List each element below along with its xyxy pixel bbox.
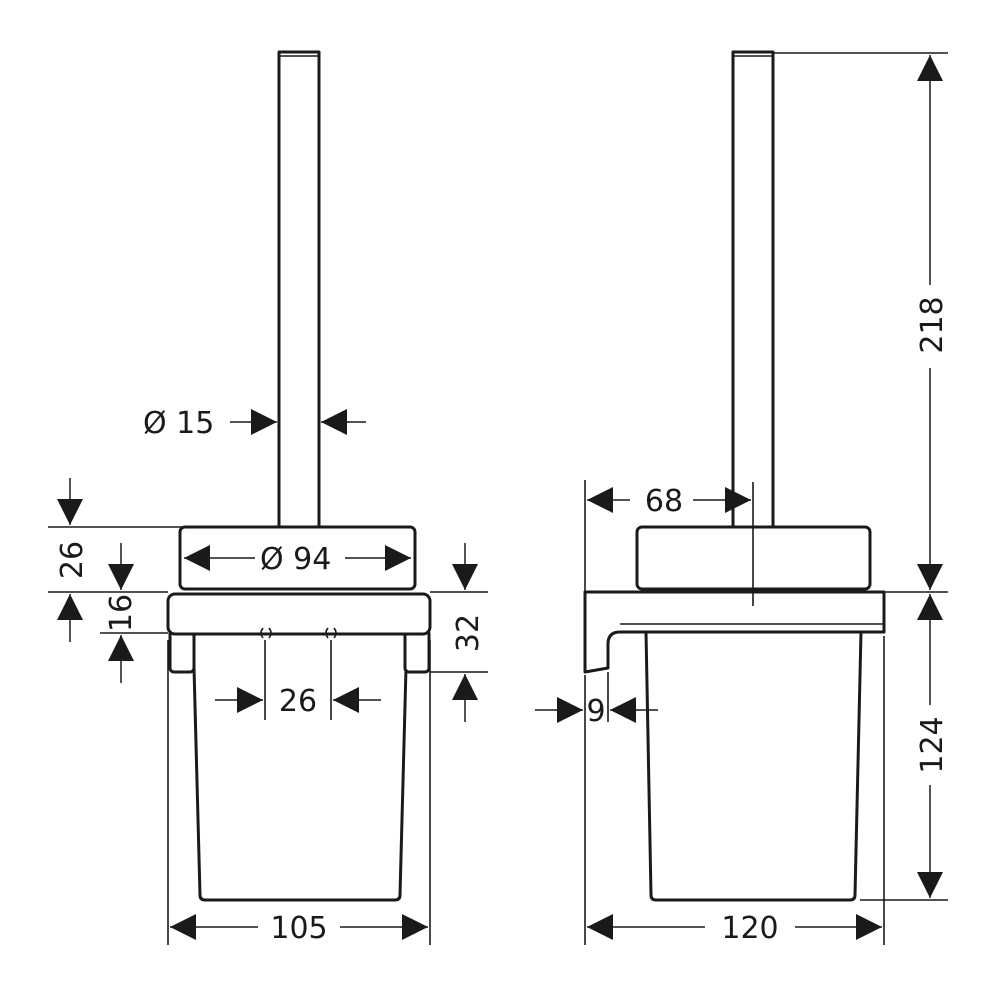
wall-gap-label: 9 [586, 694, 605, 729]
hole-mark-left [260, 627, 264, 639]
brush-height-label: 218 [915, 296, 950, 353]
front-holder-tab-left [168, 628, 196, 674]
hole-mark-right [325, 627, 329, 639]
cup-diameter-label: Ø 94 [260, 542, 331, 577]
rod-diameter-label: Ø 15 [143, 406, 214, 441]
front-width-label: 105 [270, 911, 327, 946]
lid-height-label: 26 [55, 541, 90, 579]
holder-thickness-label: 16 [104, 594, 139, 632]
front-dimensions: Ø 15 Ø 94 26 16 32 26 105 [48, 406, 488, 946]
hole-mark-left-2 [268, 627, 272, 639]
side-width-label: 120 [721, 911, 778, 946]
side-view [583, 50, 886, 902]
hole-mark-right-2 [333, 627, 337, 639]
side-dimensions: 68 9 120 218 124 [535, 52, 950, 946]
side-depth-label: 68 [645, 484, 683, 519]
front-holder-plate [166, 592, 432, 636]
side-cup [644, 630, 863, 902]
front-rod [277, 50, 321, 529]
front-holder-tab-right [403, 628, 431, 674]
cup-height-label: 124 [915, 716, 950, 773]
mount-height-label: 32 [451, 614, 486, 652]
front-cup [191, 628, 409, 902]
side-rod [731, 50, 775, 529]
hole-spacing-label: 26 [279, 684, 317, 719]
side-wall-bracket [583, 590, 886, 674]
front-view [166, 50, 432, 902]
